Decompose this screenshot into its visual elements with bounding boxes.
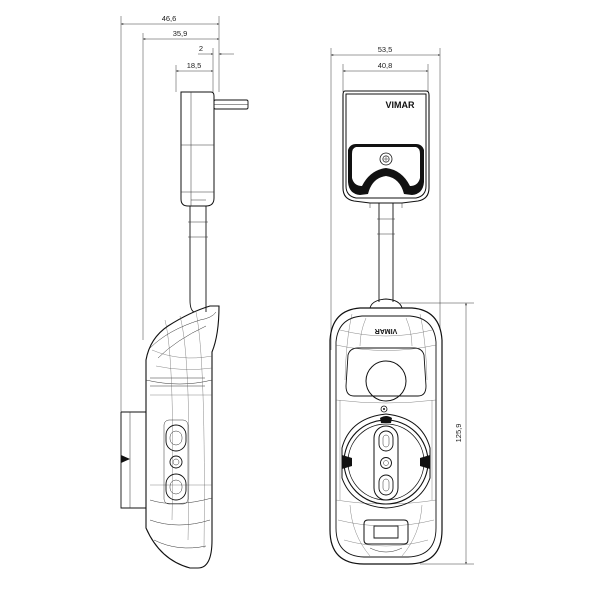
- plug-logo: VIMAR: [386, 100, 416, 110]
- dim-overall-width: 53,5: [331, 45, 440, 56]
- socket-hole-center: [380, 457, 392, 469]
- front-body: VIMAR: [329, 307, 443, 565]
- dim-body-depth: 35,9: [143, 29, 219, 40]
- side-view: 46,6 35,9 2 18,5: [120, 14, 249, 569]
- socket-outlet: [341, 413, 431, 509]
- body-logo: VIMAR: [375, 327, 398, 334]
- front-extension-lines: [330, 48, 474, 565]
- dim-plug-width-label: 40,8: [378, 61, 393, 70]
- dim-plug-depth-label: 18,5: [187, 61, 202, 70]
- bottom-mount-slot: [363, 519, 409, 553]
- led-indicator: [379, 152, 393, 166]
- socket-hole-bottom: [378, 474, 394, 496]
- round-sensor: [365, 360, 407, 402]
- dim-plug-width: 40,8: [343, 61, 428, 72]
- dim-overall-depth-label: 46,6: [162, 14, 177, 23]
- front-plug-head: VIMAR: [342, 90, 430, 208]
- dim-height-label: 125,9: [454, 424, 463, 443]
- socket-hole-top: [378, 430, 394, 452]
- dim-height: 125,9: [454, 303, 467, 564]
- side-cable: [188, 206, 208, 313]
- side-plug-head: [180, 91, 249, 207]
- side-extension-lines: [120, 16, 220, 440]
- dim-pin-offset-label: 2: [199, 44, 203, 53]
- front-view: 53,5 40,8 125,9 VIMAR: [329, 45, 474, 565]
- socket-insert: [373, 425, 399, 501]
- side-socket-center: [169, 455, 183, 469]
- side-wall-bracket: [120, 411, 146, 509]
- indicator-dot: [380, 405, 388, 413]
- front-cable: [369, 203, 403, 309]
- dim-body-depth-label: 35,9: [173, 29, 188, 38]
- side-body: [145, 305, 220, 569]
- side-socket-hole-bottom: [165, 473, 187, 501]
- dim-pin-offset: 2: [198, 44, 234, 55]
- dim-plug-depth: 18,5: [176, 61, 213, 72]
- side-socket-hole-top: [165, 424, 187, 452]
- dim-overall-depth: 46,6: [121, 14, 219, 25]
- dim-overall-width-label: 53,5: [378, 45, 393, 54]
